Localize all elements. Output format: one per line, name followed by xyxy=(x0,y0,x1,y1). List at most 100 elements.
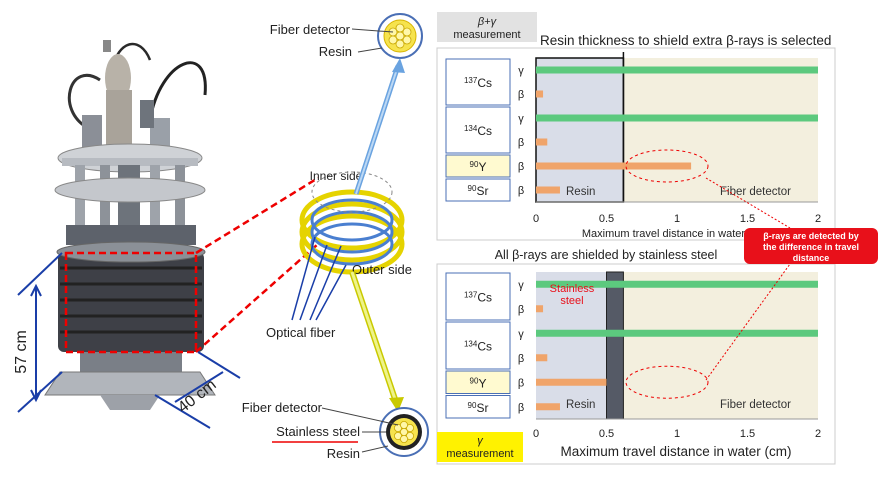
bottom-panel: All β-rays are shielded by stainless ste… xyxy=(436,248,836,465)
x-tick-label: 0.5 xyxy=(599,213,614,225)
bottom-tag-box xyxy=(437,432,523,462)
x-tick-label: 2 xyxy=(815,428,821,440)
bottom-stainless-label: Stainless steel xyxy=(276,424,360,439)
x-tick-label: 0 xyxy=(533,428,539,440)
nuclide-box xyxy=(445,272,511,321)
nuclide-box xyxy=(445,321,511,370)
device-illustration xyxy=(44,40,216,410)
optical-fiber-label: Optical fiber xyxy=(266,325,336,340)
bottom-resin-label: Resin xyxy=(327,446,360,461)
top-tag-line1: β+γ xyxy=(477,16,498,28)
row-type-label: β xyxy=(518,377,524,389)
x-tick-label: 1.5 xyxy=(740,213,755,225)
beta-bar xyxy=(536,354,548,362)
nuclide-label: 90Sr xyxy=(468,184,489,198)
resin-region-label: Resin xyxy=(566,186,595,198)
selection-box xyxy=(64,251,198,354)
inner-side-label: Inner side xyxy=(310,169,363,183)
optical-fiber-pointers xyxy=(291,236,347,321)
resin-region xyxy=(536,58,624,202)
gamma-bar xyxy=(536,329,818,337)
callout-line2: the difference in travel xyxy=(763,242,859,252)
nuclide-box xyxy=(445,178,511,202)
beta-callout: β-rays are detected by the difference in… xyxy=(705,177,878,381)
beta-highlight-ellipse xyxy=(625,365,709,399)
bottom-panel-title: All β-rays are shielded by stainless ste… xyxy=(495,248,718,262)
nuclide-label: 90Sr xyxy=(468,401,489,415)
top-resin-label: Resin xyxy=(319,44,352,59)
nuclide-label: 90Y xyxy=(470,160,487,174)
callout-line1: β-rays are detected by xyxy=(763,231,859,241)
beta-bar xyxy=(536,378,607,386)
row-type-label: β xyxy=(518,304,524,316)
row-type-label: β xyxy=(518,402,524,414)
beta-bar xyxy=(536,305,544,313)
nuclide-box xyxy=(445,395,511,419)
row-type-label: β xyxy=(518,353,524,365)
blue-arrow xyxy=(353,58,405,195)
top-panel: β+γ measurement Resin thickness to shiel… xyxy=(436,12,836,241)
x-tick-label: 1.5 xyxy=(740,428,755,440)
beta-bar xyxy=(536,138,548,146)
nuclide-box xyxy=(445,106,511,154)
x-tick-label: 0.5 xyxy=(599,428,614,440)
zoom-line-bottom xyxy=(195,243,319,353)
top-cross-section xyxy=(377,13,423,59)
row-type-label: γ xyxy=(518,328,524,340)
x-tick-label: 0 xyxy=(533,213,539,225)
nuclide-box xyxy=(445,58,511,106)
bottom-x-axis-label: Maximum travel distance in water (cm) xyxy=(560,444,791,459)
top-fiber-detector-label: Fiber detector xyxy=(270,22,351,37)
beta-bar xyxy=(536,162,692,170)
bottom-tag-line2: measurement xyxy=(446,448,513,460)
bottom-fiber-detector-label: Fiber detector xyxy=(242,400,323,415)
x-tick-label: 2 xyxy=(815,213,821,225)
beta-bar xyxy=(536,403,560,411)
gamma-bar xyxy=(536,280,818,288)
top-tag-box xyxy=(437,12,537,42)
bottom-tag-line1: γ xyxy=(477,435,484,447)
pointer-fiber-top xyxy=(351,28,394,33)
callout-box xyxy=(744,228,878,264)
nuclide-label: 137Cs xyxy=(464,291,492,305)
nuclide-label: 134Cs xyxy=(464,340,492,354)
detector-region xyxy=(623,58,818,202)
beta-bar xyxy=(536,90,544,98)
row-type-label: γ xyxy=(518,279,524,291)
nuclide-box xyxy=(445,154,511,178)
beta-bar xyxy=(536,186,560,194)
nuclide-label: 137Cs xyxy=(464,76,492,90)
bottom-panel-frame xyxy=(436,263,836,465)
row-type-label: γ xyxy=(518,65,524,77)
row-type-label: γ xyxy=(518,113,524,125)
steel-label-line2: steel xyxy=(560,295,583,307)
beta-highlight-ellipse xyxy=(625,149,709,183)
zoom-line-top xyxy=(195,176,319,255)
x-tick-label: 1 xyxy=(674,428,680,440)
top-panel-title: Resin thickness to shield extra β-rays i… xyxy=(540,33,831,48)
gamma-bar xyxy=(536,66,818,74)
row-type-label: β xyxy=(518,161,524,173)
dimension-lines xyxy=(17,252,241,429)
top-x-axis-label: Maximum travel distance in water (cm) xyxy=(582,228,770,240)
gamma-bar xyxy=(536,114,818,122)
detector-region-label: Fiber detector xyxy=(720,186,791,198)
height-label: 57 cm xyxy=(13,330,30,374)
outer-side-label: Outer side xyxy=(352,262,412,277)
resin-region xyxy=(536,272,607,419)
pointer-resin-top xyxy=(357,47,383,53)
nuclide-label: 90Y xyxy=(470,376,487,390)
top-panel-frame xyxy=(436,47,836,241)
yellow-arrow xyxy=(349,271,404,412)
bottom-cross-section xyxy=(379,407,429,457)
row-type-label: β xyxy=(518,185,524,197)
pointer-fiber-bottom xyxy=(321,407,399,426)
nuclide-label: 134Cs xyxy=(464,124,492,138)
callout-line3: distance xyxy=(793,253,830,263)
row-type-label: β xyxy=(518,89,524,101)
detector-region-label: Fiber detector xyxy=(720,399,791,411)
resin-region-label: Resin xyxy=(566,399,595,411)
steel-band xyxy=(606,271,624,420)
